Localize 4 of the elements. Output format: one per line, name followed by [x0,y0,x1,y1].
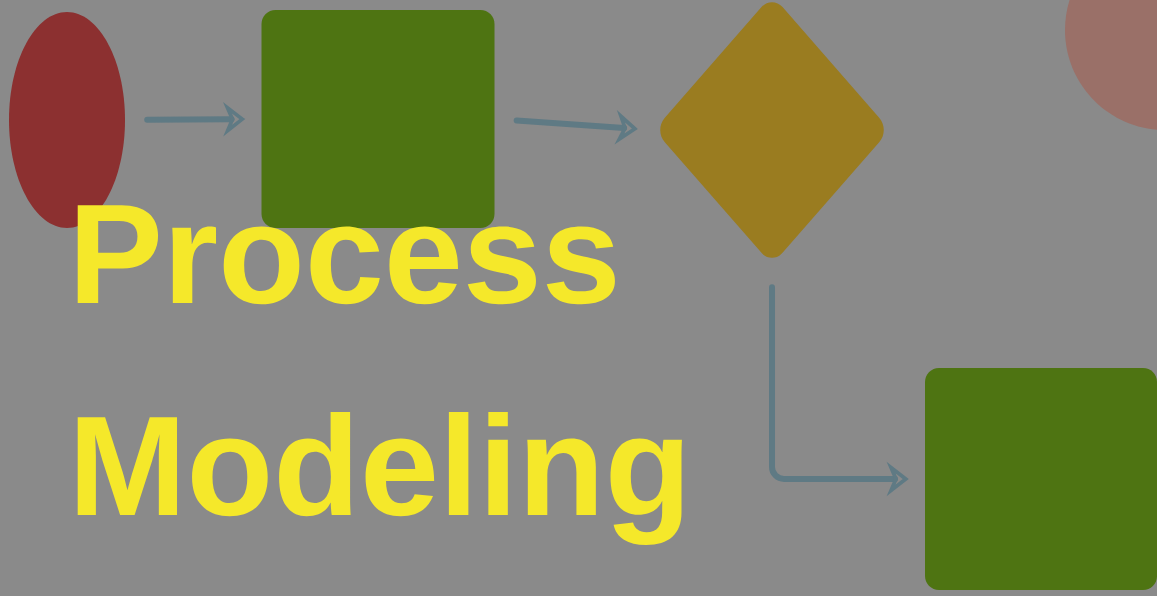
process-box [925,368,1157,590]
decision-diamond [660,2,884,258]
round-shape [1065,0,1157,130]
title: Process Modeling [77,205,682,545]
